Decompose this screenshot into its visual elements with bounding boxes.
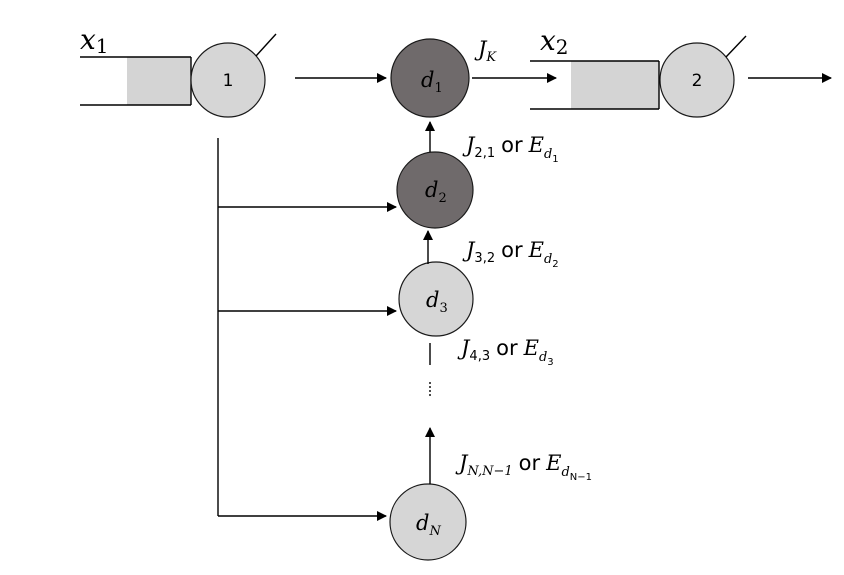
node-d2: d2 <box>396 151 474 229</box>
queue-1-buffer-fill <box>127 57 191 105</box>
node-dn: dN <box>389 483 467 561</box>
node-d1-label: d1 <box>421 68 443 96</box>
queue-2-label: x2 <box>540 24 569 59</box>
queue-2: 2 x2 <box>530 24 747 118</box>
node-d1: d1 <box>390 38 470 118</box>
node-d2-label: d2 <box>425 178 447 206</box>
node-dn-circle <box>389 483 467 561</box>
node-d2-circle <box>396 151 474 229</box>
server-2 <box>659 42 735 118</box>
queue-2-buffer-fill <box>571 61 659 109</box>
server-2-label: 2 <box>692 71 703 91</box>
server-1-label: 1 <box>223 71 234 91</box>
edge-label-jk: JK <box>474 37 497 65</box>
server-1 <box>190 42 266 118</box>
node-d3-label: d3 <box>426 288 448 316</box>
node-d3: d3 <box>398 261 474 337</box>
node-d3-circle <box>398 261 474 337</box>
node-d1-circle <box>390 38 470 118</box>
server-1-tick <box>255 33 277 57</box>
queue-1: 1 x1 <box>80 23 277 118</box>
queue-1-label: x1 <box>80 23 109 58</box>
server-2-tick <box>725 35 747 58</box>
node-dn-label: dN <box>416 511 441 539</box>
